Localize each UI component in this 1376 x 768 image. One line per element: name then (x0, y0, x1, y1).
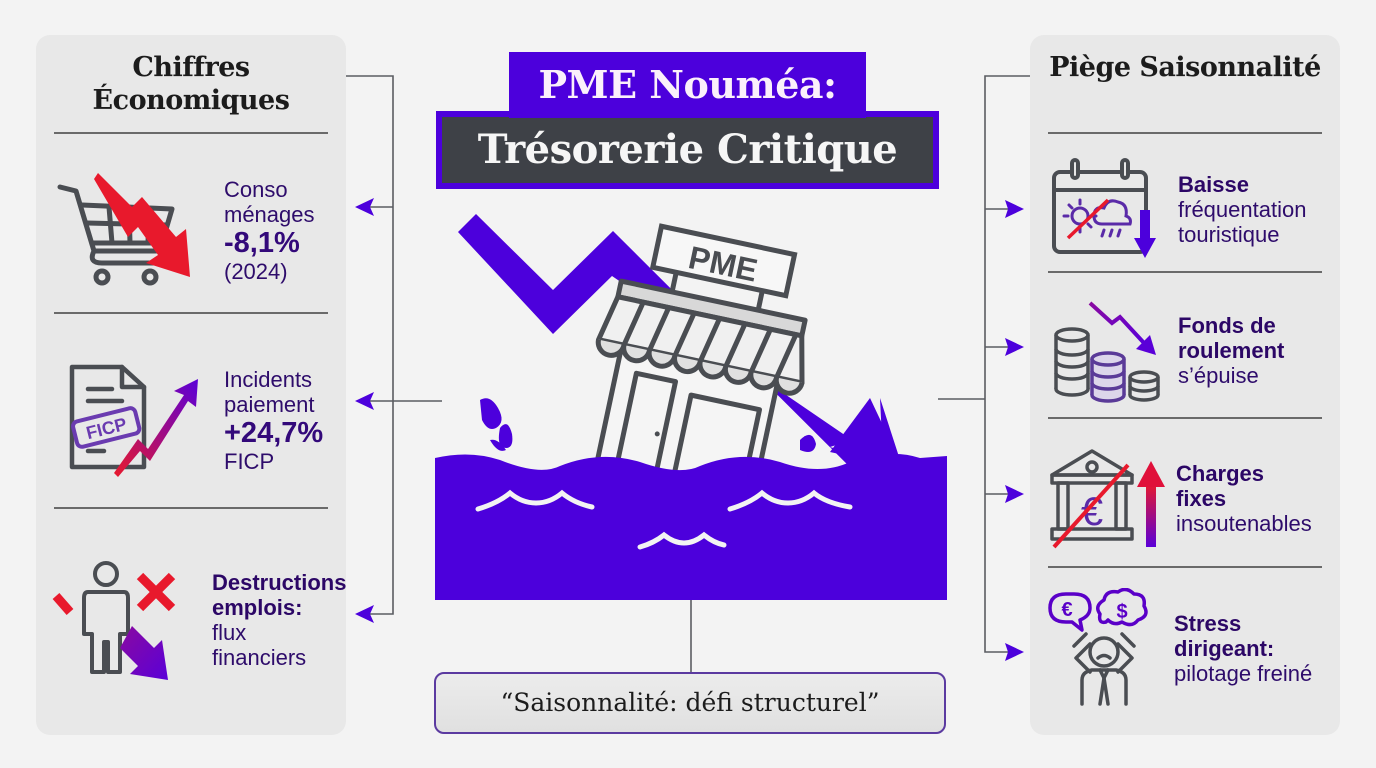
stat-note: FICP (224, 448, 275, 474)
svg-text:€: € (1061, 599, 1072, 621)
stat-value: -8,1% (224, 226, 300, 259)
divider (1048, 132, 1322, 134)
trap-label-line1: pilotage freiné (1174, 660, 1313, 686)
stat-job-destruction: Destructions emplois: flux financiers (36, 545, 346, 695)
bank-crossed-up-arrow-icon: € (1050, 449, 1165, 549)
trap-label-bold: Baisse (1178, 171, 1249, 197)
divider (1048, 271, 1322, 273)
trap-text: Fonds de roulement s’épuise (1178, 313, 1284, 388)
trap-label-bold2: fixes (1176, 485, 1227, 511)
trap-label-line1: fréquentation (1178, 196, 1307, 222)
title-banner-bottom: Trésorerie Critique (436, 111, 939, 189)
dollar-thought-bubble-icon (1096, 588, 1148, 627)
divider (54, 132, 328, 134)
trap-tourism-decline: Baisse fréquentation touristique (1030, 147, 1340, 271)
arrow-left-2 (355, 392, 374, 410)
trap-label-bold2: dirigeant: (1174, 635, 1275, 661)
calendar-weather-down-arrow-icon (1052, 158, 1156, 258)
ficp-document-up-arrow-icon: FICP (69, 364, 198, 477)
panel-title-seasonality: Piège Saisonnalité (1030, 35, 1340, 133)
trap-fixed-costs: € Charges fixes insoutenables (1030, 435, 1340, 561)
trap-label-bold1: Charges (1176, 460, 1265, 486)
trap-label-bold1: Stress (1174, 610, 1242, 636)
stat-label-bold1: Destructions (212, 570, 347, 595)
stat-label-line2: ménages (224, 201, 315, 227)
person-cross-down-arrow-icon (52, 561, 176, 680)
svg-text:$: $ (1116, 601, 1127, 623)
stat-label-bold2: emplois: (212, 595, 303, 620)
arrow-right-1 (1005, 200, 1024, 218)
trap-label-line1: s’épuise (1178, 362, 1259, 388)
seasonality-trap-panel: Piège Saisonnalité Baisse (1030, 35, 1340, 735)
stat-household-consumption: Conso ménages -8,1% (2024) (36, 150, 346, 310)
arrow-right-2 (1005, 338, 1024, 356)
divider (54, 312, 328, 314)
trap-working-capital: Fonds de roulement s’épuise (1030, 287, 1340, 413)
euro-speech-bubble-icon (1048, 592, 1092, 632)
coin-stacks-down-arrow-icon (1054, 301, 1160, 403)
arrow-right-3 (1005, 485, 1024, 503)
trap-label-bold2: roulement (1178, 337, 1285, 363)
panel-title-economic-figures: Chiffres Économiques (36, 35, 346, 133)
trap-manager-stress: € $ Stress dirigeant: pilotage freiné (1030, 583, 1340, 713)
stat-note: (2024) (224, 258, 288, 284)
stat-text: Incidents paiement +24,7% FICP (224, 367, 323, 474)
stat-label-line1: Incidents (224, 366, 313, 392)
stat-note: flux financiers (212, 620, 307, 670)
panel-title-text: Chiffres Économiques (92, 52, 290, 116)
stat-label-line1: Conso (224, 176, 288, 202)
stat-text: Destructions emplois: flux financiers (212, 570, 346, 670)
divider (54, 507, 328, 509)
trap-label-line1: insoutenables (1176, 510, 1312, 536)
panel-title-text: Piège Saisonnalité (1049, 52, 1321, 83)
economic-figures-panel: Chiffres Économiques Conso ménages -8,1%… (36, 35, 346, 735)
stressed-manager-icon: € $ (1048, 588, 1148, 706)
trap-text: Baisse fréquentation touristique (1178, 172, 1306, 247)
arrow-left-1 (355, 198, 374, 216)
divider (1048, 566, 1322, 568)
trap-text: Charges fixes insoutenables (1176, 461, 1312, 536)
stat-text: Conso ménages -8,1% (2024) (224, 177, 315, 284)
stat-value: +24,7% (224, 416, 324, 449)
arrow-right-4 (1005, 643, 1024, 661)
arrow-left-3 (355, 605, 374, 623)
divider (1048, 417, 1322, 419)
shopping-cart-down-arrow-icon (57, 173, 190, 286)
trap-text: Stress dirigeant: pilotage freiné (1174, 611, 1312, 686)
stat-label-line2: paiement (224, 391, 315, 417)
title-line1: PME Nouméa: (509, 52, 866, 118)
title-line2: Trésorerie Critique (442, 117, 933, 183)
quote-box: “Saisonnalité: défi structurel” (434, 672, 946, 734)
trap-label-bold1: Fonds de (1178, 312, 1276, 338)
stat-payment-incidents: FICP Incidents paiement +24,7% FICP (36, 335, 346, 505)
trap-label-line2: touristique (1178, 221, 1280, 247)
